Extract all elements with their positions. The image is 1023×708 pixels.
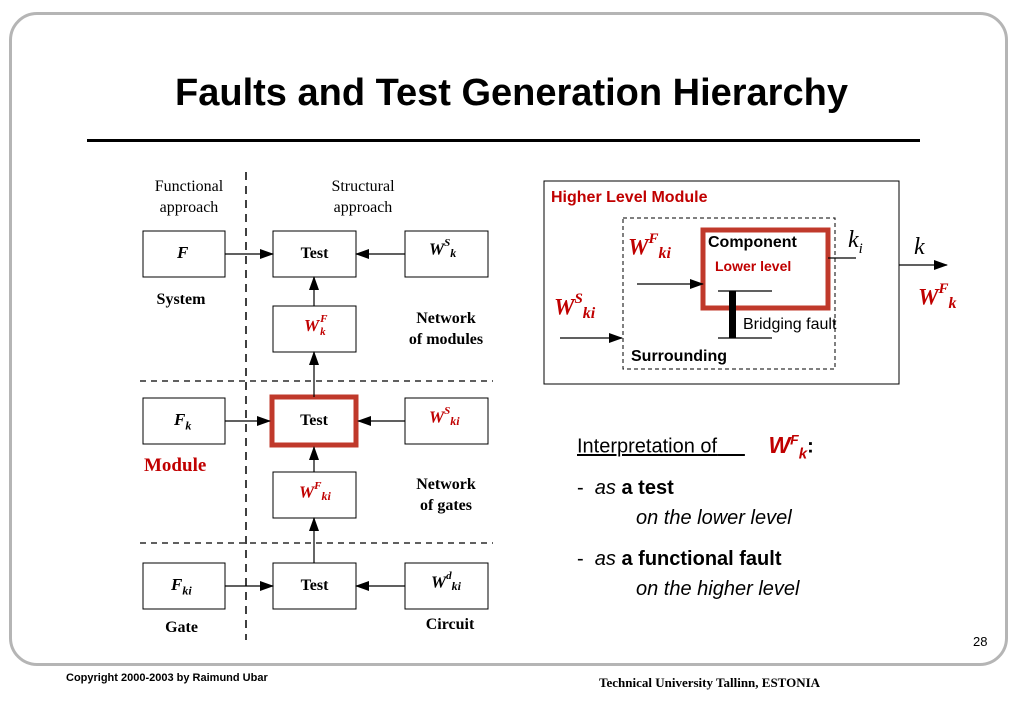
test-system-label: Test [300, 245, 329, 262]
lower-level-label: Lower level [715, 258, 792, 274]
box-WFki [272, 471, 357, 519]
bridging-fault-label: Bridging fault [743, 316, 837, 333]
test-gate-label: Test [300, 577, 329, 594]
right-WFki-label: WFki [628, 231, 671, 263]
Wdki-label: Wdki [431, 570, 461, 594]
bridging-bar [729, 291, 736, 338]
box-test-system [272, 230, 357, 278]
ki-output-label: ki [848, 227, 863, 257]
circuit-label: Circuit [425, 616, 475, 633]
gate-label: Gate [165, 619, 198, 636]
box-Wdki [404, 562, 489, 610]
structural-approach-label: Structural approach [331, 178, 395, 216]
component-label: Component [708, 234, 797, 251]
higher-level-module-box [543, 180, 900, 385]
network-of-modules-label: Network of modules [408, 310, 484, 348]
F-text: F [177, 243, 189, 262]
WFki-label: WFki [299, 480, 331, 504]
box-WSk [404, 230, 489, 278]
box-Fk [142, 397, 226, 445]
functional-approach-label: Functional approach [154, 178, 224, 216]
Fki-label: Fki [171, 575, 192, 598]
network-of-gates-label: Network of gates [416, 476, 476, 514]
slide-frame [9, 12, 1008, 666]
interpretation-item-2: - as a functional fault [577, 548, 782, 570]
right-WSki-label: WSki [554, 291, 596, 323]
interpretation-heading: Interpretation of WFk: [577, 431, 814, 463]
copyright-notice: Copyright 2000-2003 by Raimund Ubar [66, 672, 268, 684]
title-rule [87, 139, 920, 142]
interpretation-item-2-detail: on the higher level [636, 578, 800, 600]
box-test-gate [272, 562, 357, 610]
higher-level-module-label: Higher Level Module [551, 189, 708, 206]
box-F [142, 230, 226, 278]
component-box [700, 227, 831, 311]
module-label: Module [144, 455, 207, 476]
system-label: System [156, 291, 206, 308]
box-WSki [404, 397, 489, 445]
test-module-label: Test [300, 412, 328, 429]
surrounding-label: Surrounding [631, 348, 727, 365]
WSk-label: WSk [429, 237, 457, 261]
slide-title: Faults and Test Generation Hierarchy [175, 72, 848, 114]
Fk-label: Fk [174, 410, 192, 433]
k-output-label: k [914, 234, 925, 260]
interpretation-item-1-detail: on the lower level [636, 507, 792, 529]
interpretation-item-1: - as a test [577, 477, 674, 499]
right-WFk-label: WFk [918, 281, 957, 313]
surrounding-dashed-box [622, 217, 836, 370]
page-number: 28 [973, 634, 988, 649]
institution-label: Technical University Tallinn, ESTONIA [599, 675, 821, 690]
WSki-label: WSki [429, 405, 460, 429]
